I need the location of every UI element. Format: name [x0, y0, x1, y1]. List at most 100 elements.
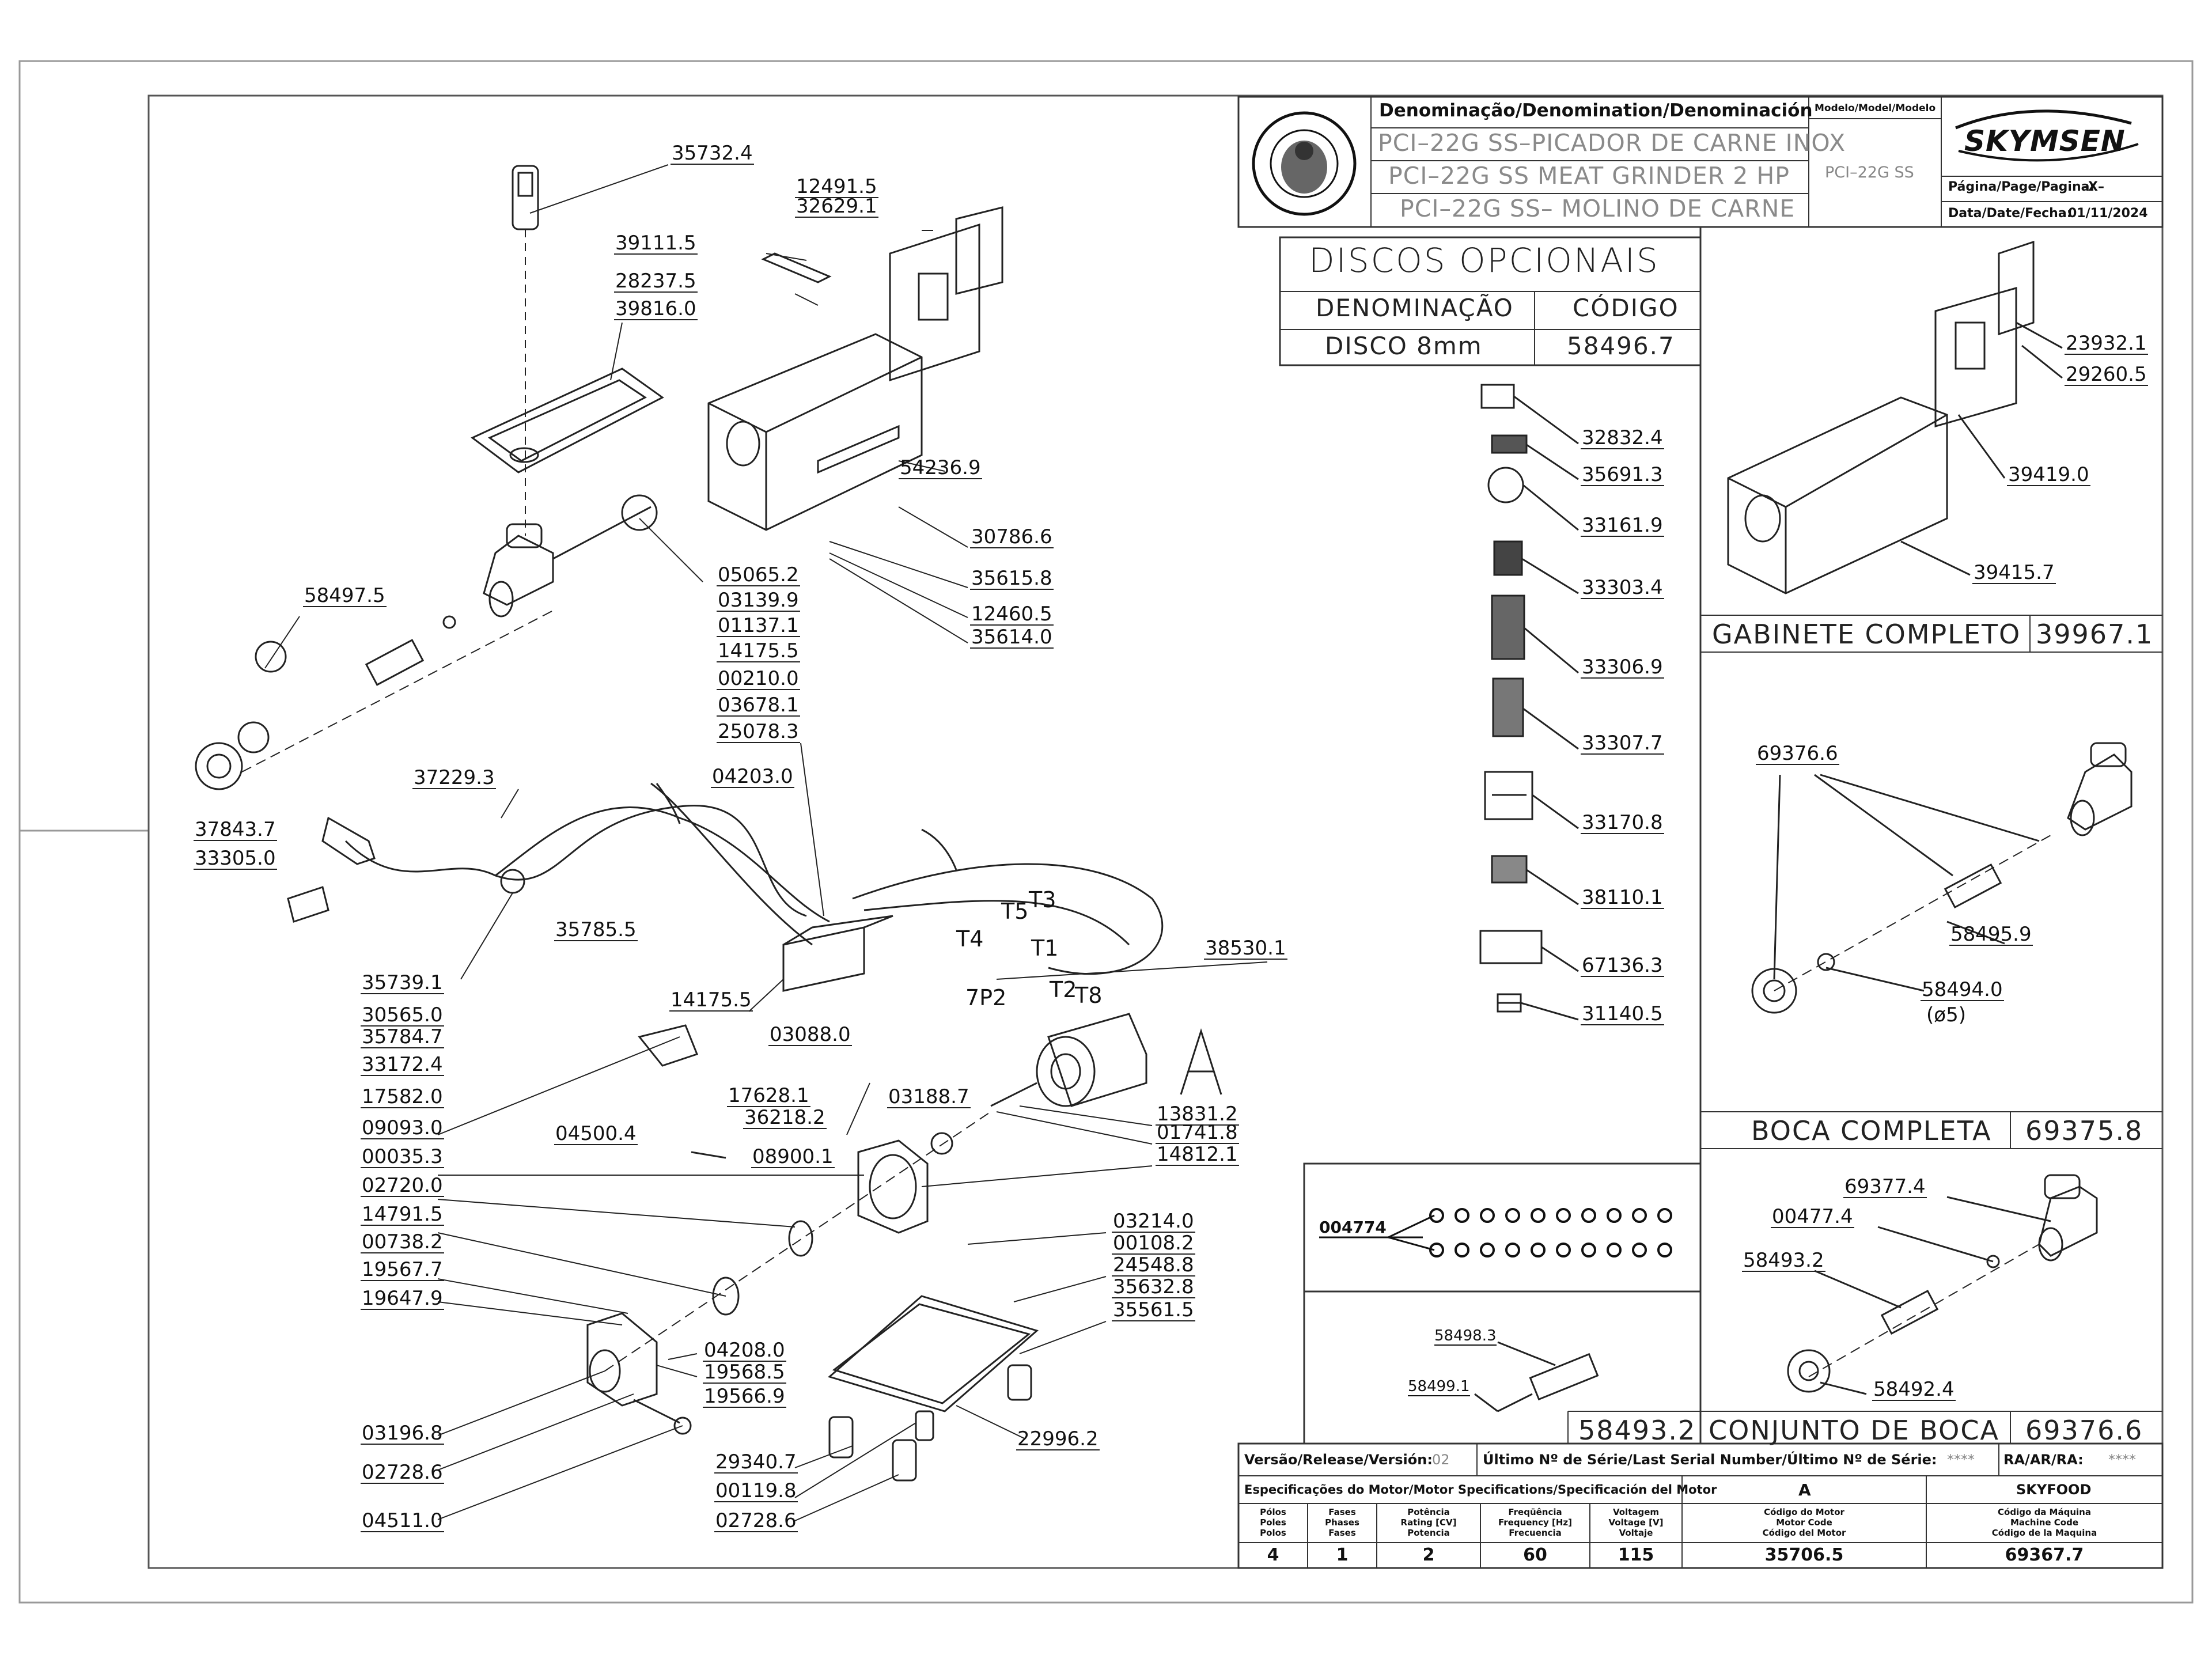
part-number-label: 35615.8 — [970, 567, 1054, 590]
washer — [1607, 1208, 1622, 1223]
washers-code: 004774 — [1319, 1218, 1387, 1238]
washer — [1505, 1208, 1520, 1223]
part-number-label: 03088.0 — [768, 1023, 852, 1046]
part-number-label: 33305.0 — [194, 847, 277, 870]
release-value: 02 — [1432, 1452, 1450, 1468]
motor-spec-header: Freqüência Frequency [Hz] Frecuencia — [1498, 1507, 1572, 1538]
part-number-label: 22996.2 — [1016, 1427, 1100, 1450]
part-number-label: 14812.1 — [1156, 1143, 1239, 1166]
motor-spec-value: 60 — [1523, 1545, 1547, 1565]
mouth-set-ref: 58493.2 — [1578, 1415, 1696, 1446]
part-number-label: 12491.5 — [795, 175, 878, 198]
decal-code: 38110.1 — [1581, 886, 1664, 909]
motor-spec-value: 2 — [1422, 1545, 1435, 1565]
part-number-label: 29340.7 — [714, 1450, 798, 1474]
date-label: Data/Date/Fecha: — [1948, 206, 2072, 221]
part-number-label: 30565.0 — [361, 1003, 444, 1027]
part-number-label: 03188.7 — [887, 1085, 971, 1108]
washer — [1480, 1243, 1495, 1257]
part-number-label: 35785.5 — [554, 918, 638, 941]
mouth-complete-drawing — [1751, 742, 2133, 1014]
part-number-label: 04511.0 — [361, 1509, 444, 1532]
disc-item-code: 58496.7 — [1567, 332, 1675, 360]
motor-spec-value: 69367.7 — [2005, 1545, 2084, 1565]
part-number-label: 37843.7 — [194, 818, 277, 841]
part-number-label: 54236.9 — [899, 456, 982, 479]
part-number-label: 14175.5 — [669, 988, 753, 1012]
motor-spec-header: Potência Rating [CV] Potencia — [1400, 1507, 1457, 1538]
washer — [1531, 1208, 1546, 1223]
decal-code: 31140.5 — [1581, 1002, 1664, 1025]
serial-label: Último Nº de Série/Last Serial Number/Úl… — [1483, 1452, 1937, 1468]
part-number-label: 25078.3 — [717, 720, 800, 743]
part-number-label: 08900.1 — [751, 1145, 835, 1168]
part-number-label: 39111.5 — [614, 232, 698, 255]
decal-code: 33307.7 — [1581, 732, 1664, 755]
washer — [1531, 1243, 1546, 1257]
mouth-part: 58494.0 — [1921, 978, 2004, 1001]
part-number-label: 00108.2 — [1112, 1232, 1195, 1255]
denomination-header: Denominação/Denomination/Denominación — [1379, 100, 1813, 121]
discs-col-code: CÓDIGO — [1573, 294, 1679, 322]
motor-spec-header: Fases Phases Fases — [1325, 1507, 1359, 1538]
part-number-label: 01137.1 — [717, 614, 800, 637]
terminal-label: T3 — [1029, 887, 1056, 912]
terminal-label: T2 — [1050, 977, 1077, 1002]
terminal-label: 7P2 — [965, 985, 1007, 1010]
part-number-label: 32629.1 — [795, 195, 878, 218]
serial-value: **** — [1947, 1452, 1975, 1468]
page-label: Página/Page/Pagina: — [1948, 180, 2095, 194]
mouth-set-code: 69376.6 — [2025, 1415, 2143, 1446]
part-number-label: 03214.0 — [1112, 1210, 1195, 1233]
part-number-label: 19568.5 — [703, 1361, 786, 1384]
part-number-label: 33172.4 — [361, 1053, 444, 1076]
washer — [1429, 1208, 1444, 1223]
washer — [1429, 1243, 1444, 1257]
cabinet-part: 39419.0 — [2007, 463, 2090, 486]
part-number-label: 04208.0 — [703, 1339, 786, 1362]
part-number-label: 03678.1 — [717, 694, 800, 717]
part-number-label: 01741.8 — [1156, 1121, 1239, 1144]
motor-spec-header: Código da Máquina Machine Code Código de… — [1991, 1507, 2097, 1538]
washer — [1505, 1243, 1520, 1257]
machine-name-es: PCI–22G SS– MOLINO DE CARNE — [1400, 195, 1796, 222]
washer — [1632, 1208, 1647, 1223]
part-number-label: 14791.5 — [361, 1203, 444, 1226]
part-number-label: 03196.8 — [361, 1422, 444, 1445]
terminal-label: T4 — [956, 926, 984, 952]
terminal-label: T1 — [1031, 935, 1059, 961]
motor-spec-label: Especificações do Motor/Motor Specificat… — [1244, 1483, 1717, 1497]
decals-column — [1479, 384, 1579, 1021]
mouth-set-part: 00477.4 — [1771, 1205, 1854, 1228]
release-label: Versão/Release/Versión: — [1244, 1452, 1433, 1468]
part-number-label: 24548.8 — [1112, 1253, 1195, 1277]
mouth-set-part: 58493.2 — [1742, 1249, 1825, 1272]
part-number-label: 19647.9 — [361, 1287, 444, 1310]
washer — [1607, 1243, 1622, 1257]
part-number-label: 04500.4 — [554, 1122, 638, 1145]
decal-code: 33306.9 — [1581, 656, 1664, 679]
cabinet-complete-drawing — [1727, 240, 2063, 594]
part-number-label: 19567.7 — [361, 1258, 444, 1281]
part-number-label: 00035.3 — [361, 1145, 444, 1168]
washers-dots — [1429, 1208, 1672, 1257]
part-number-label: 35739.1 — [361, 971, 444, 994]
spare-part: 58499.1 — [1408, 1378, 1470, 1396]
mouth-part-note: (ø5) — [1926, 1003, 1966, 1027]
washer — [1581, 1208, 1596, 1223]
washer — [1455, 1208, 1469, 1223]
motor-spec-header: Pólos Poles Polos — [1260, 1507, 1286, 1538]
part-number-label: 36218.2 — [743, 1106, 827, 1129]
exploded-view — [195, 165, 1222, 1482]
washer — [1480, 1208, 1495, 1223]
part-number-label: 14175.5 — [717, 639, 800, 662]
spare-part: 58498.3 — [1434, 1327, 1497, 1346]
ra-value: **** — [2108, 1452, 2136, 1468]
motor-spec-value: 1 — [1336, 1545, 1349, 1565]
part-number-label: 38530.1 — [1204, 937, 1287, 960]
engine-class: A — [1798, 1480, 1811, 1499]
ra-label: RA/AR/RA: — [2003, 1452, 2084, 1468]
decal-code: 35691.3 — [1581, 463, 1664, 486]
skymsen-logo — [1955, 109, 2139, 162]
